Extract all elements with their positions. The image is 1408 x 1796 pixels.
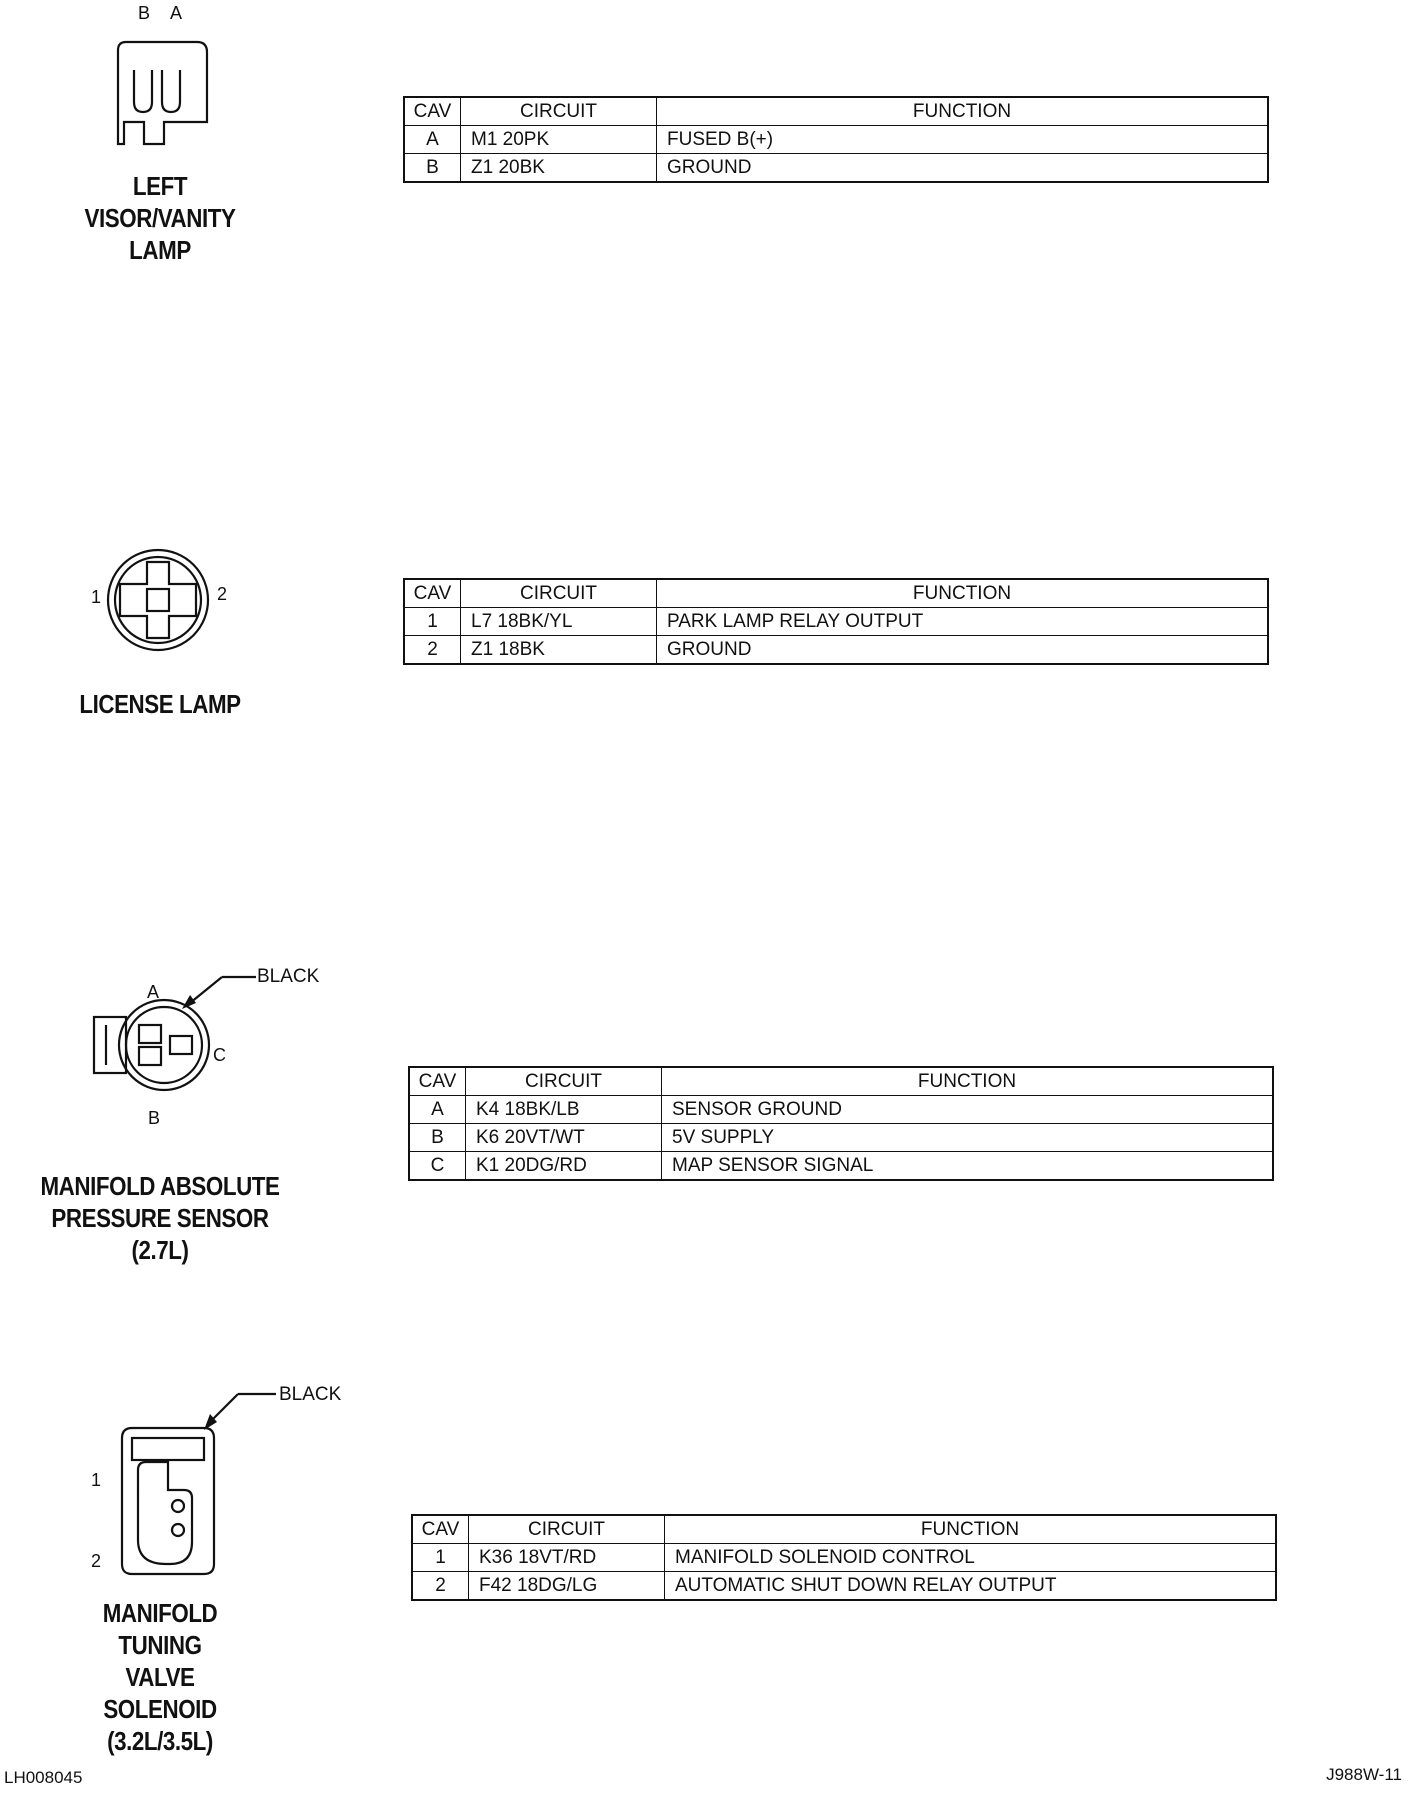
table-row: 2 F42 18DG/LG AUTOMATIC SHUT DOWN RELAY … (411, 1571, 1277, 1601)
connector-title: MANIFOLD ABSOLUTE PRESSURE SENSOR (2.7L) (22, 1170, 297, 1266)
cell-cav: A (408, 1095, 466, 1124)
title-line: VISOR/VANITY (84, 203, 236, 233)
title-line: LAMP (129, 235, 191, 265)
pin-label-b: B (148, 1108, 161, 1128)
header-circuit: CIRCUIT (460, 578, 657, 608)
figure-id-left: LH008045 (4, 1768, 83, 1787)
title-line: (3.2L/3.5L) (107, 1726, 213, 1756)
table-header-row: CAV CIRCUIT FUNCTION (411, 1514, 1277, 1544)
pin-label-a: A (170, 3, 183, 23)
header-function: FUNCTION (656, 96, 1269, 126)
cell-cav: 2 (403, 635, 461, 665)
header-cav: CAV (403, 578, 461, 608)
table-row: B K6 20VT/WT 5V SUPPLY (408, 1123, 1274, 1152)
cell-circuit: Z1 18BK (460, 635, 657, 665)
title-line: LICENSE LAMP (79, 689, 241, 719)
pin-label-2: 2 (217, 584, 228, 604)
pin-label-b: B (138, 3, 151, 23)
cell-function: MANIFOLD SOLENOID CONTROL (664, 1543, 1277, 1572)
cell-function: MAP SENSOR SIGNAL (661, 1151, 1274, 1181)
title-line: (2.7L) (131, 1235, 189, 1265)
header-circuit: CIRCUIT (468, 1514, 665, 1544)
title-line: LEFT (132, 171, 188, 201)
cell-circuit: L7 18BK/YL (460, 607, 657, 636)
pin-label-2: 2 (91, 1551, 102, 1571)
connector-title: MANIFOLD TUNING VALVE SOLENOID (3.2L/3.5… (57, 1597, 263, 1757)
table-row: C K1 20DG/RD MAP SENSOR SIGNAL (408, 1151, 1274, 1181)
table-header-row: CAV CIRCUIT FUNCTION (408, 1066, 1274, 1096)
cell-function: SENSOR GROUND (661, 1095, 1274, 1124)
cell-function: FUSED B(+) (656, 125, 1269, 154)
title-line: VALVE (125, 1662, 195, 1692)
cell-circuit: M1 20PK (460, 125, 657, 154)
header-function: FUNCTION (656, 578, 1269, 608)
pinout-table: CAV CIRCUIT FUNCTION 1 K36 18VT/RD MANIF… (411, 1514, 1277, 1601)
cell-cav: C (408, 1151, 466, 1181)
cell-circuit: Z1 20BK (460, 153, 657, 183)
table-row: A M1 20PK FUSED B(+) (403, 125, 1269, 154)
cell-function: 5V SUPPLY (661, 1123, 1274, 1152)
cell-function: AUTOMATIC SHUT DOWN RELAY OUTPUT (664, 1571, 1277, 1601)
header-cav: CAV (403, 96, 461, 126)
cell-circuit: K36 18VT/RD (468, 1543, 665, 1572)
header-function: FUNCTION (664, 1514, 1277, 1544)
map-sensor-connector-icon (92, 975, 256, 1092)
connector-title: LEFT VISOR/VANITY LAMP (57, 170, 263, 266)
solenoid-connector-icon (120, 1392, 276, 1576)
title-line: TUNING (118, 1630, 202, 1660)
table-row: 2 Z1 18BK GROUND (403, 635, 1269, 665)
figure-id-right: J988W-11 (1326, 1765, 1402, 1784)
cell-cav: A (403, 125, 461, 154)
header-circuit: CIRCUIT (465, 1066, 662, 1096)
cell-circuit: K1 20DG/RD (465, 1151, 662, 1181)
title-line: SOLENOID (103, 1694, 217, 1724)
cell-circuit: K4 18BK/LB (465, 1095, 662, 1124)
header-function: FUNCTION (661, 1066, 1274, 1096)
callout-label: BLACK (257, 966, 320, 987)
cell-cav: B (403, 153, 461, 183)
cell-cav: 1 (403, 607, 461, 636)
table-row: 1 L7 18BK/YL PARK LAMP RELAY OUTPUT (403, 607, 1269, 636)
cell-function: GROUND (656, 635, 1269, 665)
cell-circuit: K6 20VT/WT (465, 1123, 662, 1152)
pin-label-c: C (213, 1045, 226, 1065)
connector-title: LICENSE LAMP (57, 688, 263, 720)
table-header-row: CAV CIRCUIT FUNCTION (403, 96, 1269, 126)
pinout-table: CAV CIRCUIT FUNCTION A K4 18BK/LB SENSOR… (408, 1066, 1274, 1181)
cell-cav: B (408, 1123, 466, 1152)
pinout-table: CAV CIRCUIT FUNCTION A M1 20PK FUSED B(+… (403, 96, 1269, 183)
license-lamp-connector-icon (106, 548, 210, 652)
callout-label: BLACK (279, 1384, 342, 1405)
pinout-table: CAV CIRCUIT FUNCTION 1 L7 18BK/YL PARK L… (403, 578, 1269, 665)
cell-function: GROUND (656, 153, 1269, 183)
visor-lamp-connector-icon (116, 40, 209, 146)
cell-function: PARK LAMP RELAY OUTPUT (656, 607, 1269, 636)
header-cav: CAV (411, 1514, 469, 1544)
pin-label-1: 1 (91, 1470, 102, 1490)
cell-cav: 1 (411, 1543, 469, 1572)
header-circuit: CIRCUIT (460, 96, 657, 126)
table-row: B Z1 20BK GROUND (403, 153, 1269, 183)
cell-cav: 2 (411, 1571, 469, 1601)
title-line: MANIFOLD (102, 1598, 218, 1628)
table-row: A K4 18BK/LB SENSOR GROUND (408, 1095, 1274, 1124)
pin-label-a: A (147, 982, 160, 1002)
pin-label-1: 1 (91, 587, 102, 607)
header-cav: CAV (408, 1066, 466, 1096)
table-row: 1 K36 18VT/RD MANIFOLD SOLENOID CONTROL (411, 1543, 1277, 1572)
table-header-row: CAV CIRCUIT FUNCTION (403, 578, 1269, 608)
cell-circuit: F42 18DG/LG (468, 1571, 665, 1601)
title-line: MANIFOLD ABSOLUTE (40, 1171, 280, 1201)
title-line: PRESSURE SENSOR (51, 1203, 269, 1233)
